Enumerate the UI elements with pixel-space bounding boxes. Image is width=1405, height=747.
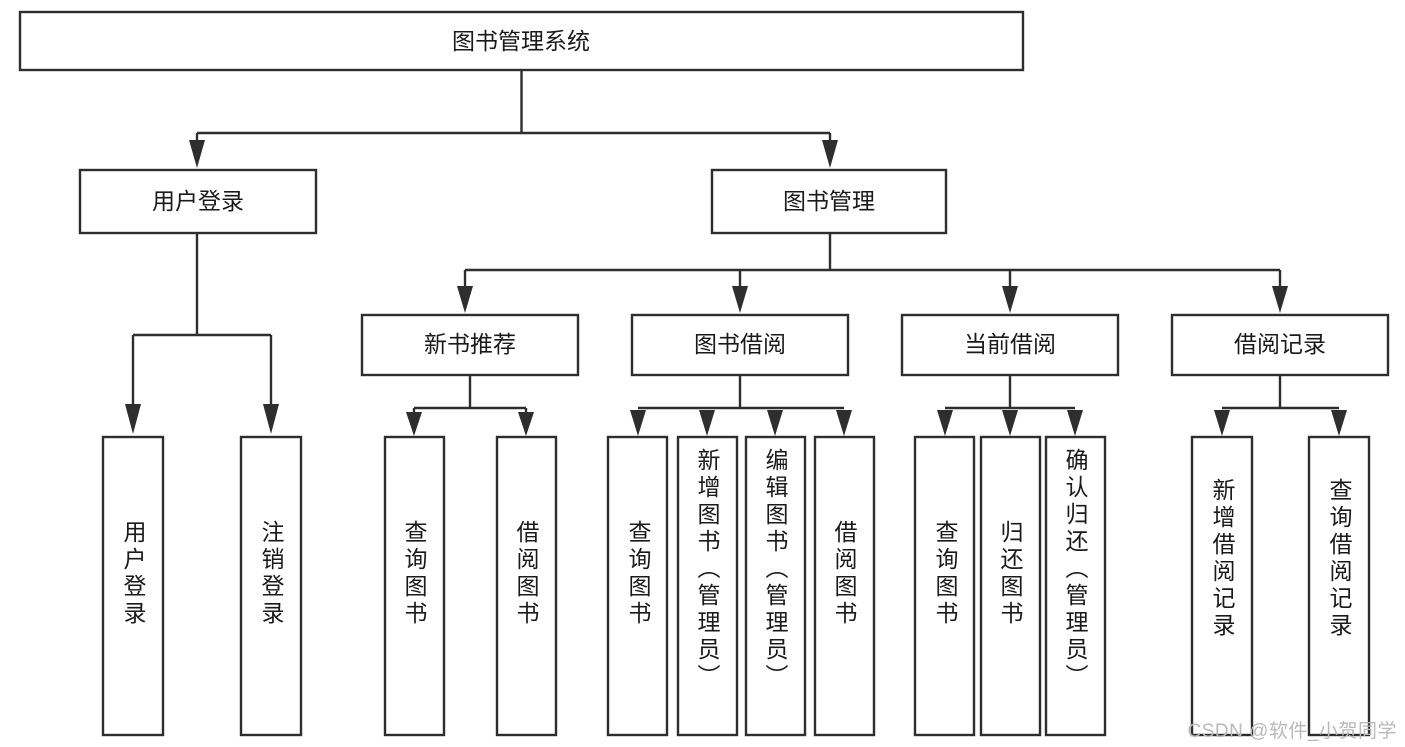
arrow-icon-user-login <box>189 140 205 168</box>
node-leaf-borrow-book-1-label: 借阅图书 <box>513 520 540 628</box>
arrow-icon-leaf-query-book-1 <box>406 412 422 436</box>
node-new-book-rec[interactable]: 新书推荐 <box>360 313 580 377</box>
arrow-icon-leaf-edit-book <box>767 410 783 436</box>
node-book-borrow-label: 图书借阅 <box>694 331 786 357</box>
arrow-icon-book-borrow <box>732 286 748 313</box>
arrow-icon-new-book-rec <box>457 286 473 313</box>
node-leaf-query-book-2-box[interactable] <box>606 435 669 737</box>
arrow-icon-leaf-query-record <box>1331 410 1347 436</box>
node-leaf-edit-book[interactable]: 编辑图书（管理员） <box>744 435 807 737</box>
node-book-borrow[interactable]: 图书借阅 <box>630 313 850 377</box>
arrow-icon-book-manage <box>822 140 838 168</box>
arrow-icon-leaf-user-logout <box>263 404 279 434</box>
node-leaf-add-book[interactable]: 新增图书（管理员） <box>676 435 739 737</box>
node-leaf-edit-book-label: 编辑图书（管理员） <box>762 448 789 691</box>
node-leaf-borrow-book-2[interactable]: 借阅图书 <box>813 435 876 737</box>
arrow-icon-borrow-record <box>1272 286 1288 313</box>
node-root-label: 图书管理系统 <box>452 28 590 54</box>
node-book-manage-label: 图书管理 <box>783 188 875 214</box>
node-borrow-record-label: 借阅记录 <box>1234 331 1326 357</box>
node-leaf-confirm-return[interactable]: 确认归还（管理员） <box>1044 435 1107 737</box>
node-leaf-query-record-label: 查询借阅记录 <box>1326 478 1353 640</box>
node-leaf-query-book-2-label: 查询图书 <box>625 520 652 628</box>
node-leaf-user-logout[interactable]: 注销登录 <box>239 435 303 737</box>
arrow-icon-leaf-query-book-3 <box>937 410 953 436</box>
node-root-box[interactable] <box>18 10 1025 72</box>
node-book-manage-box[interactable] <box>710 168 948 235</box>
arrow-icon-leaf-borrow-book-1 <box>518 412 534 436</box>
connector-group-current-borrow <box>937 375 1083 436</box>
arrow-icon-leaf-user-login <box>125 404 141 434</box>
arrow-icon-leaf-confirm-return <box>1067 410 1083 436</box>
node-new-book-rec-box[interactable] <box>360 313 580 377</box>
node-leaf-return-book-box[interactable] <box>979 435 1042 737</box>
node-leaf-query-record[interactable]: 查询借阅记录 <box>1307 435 1371 737</box>
node-leaf-add-book-box[interactable] <box>676 435 739 737</box>
node-current-borrow-box[interactable] <box>900 313 1120 377</box>
node-leaf-query-book-2[interactable]: 查询图书 <box>606 435 669 737</box>
node-leaf-user-login-label: 用户登录 <box>120 520 147 628</box>
arrow-icon-current-borrow <box>1002 286 1018 313</box>
node-book-borrow-box[interactable] <box>630 313 850 377</box>
node-leaf-borrow-book-2-box[interactable] <box>813 435 876 737</box>
arrow-icon-leaf-borrow-book-2 <box>836 410 852 436</box>
arrow-icon-leaf-add-record <box>1214 410 1230 436</box>
node-leaf-add-record-box[interactable] <box>1190 435 1254 737</box>
node-new-book-rec-label: 新书推荐 <box>424 331 516 357</box>
arrow-icon-leaf-query-book-2 <box>630 410 646 436</box>
node-leaf-add-record[interactable]: 新增借阅记录 <box>1190 435 1254 737</box>
node-borrow-record[interactable]: 借阅记录 <box>1170 313 1390 377</box>
connector-group-borrow-record <box>1214 375 1347 436</box>
node-leaf-query-book-3-box[interactable] <box>913 435 976 737</box>
node-leaf-edit-book-box[interactable] <box>744 435 807 737</box>
connector-group-book-borrow <box>630 375 852 436</box>
node-user-login[interactable]: 用户登录 <box>78 168 318 235</box>
node-leaf-user-logout-label: 注销登录 <box>258 520 285 628</box>
node-current-borrow[interactable]: 当前借阅 <box>900 313 1120 377</box>
node-user-login-box[interactable] <box>78 168 318 235</box>
node-book-manage[interactable]: 图书管理 <box>710 168 948 235</box>
connector-group-new-book-rec <box>406 375 534 436</box>
node-leaf-query-book-1-label: 查询图书 <box>401 520 428 628</box>
node-leaf-query-book-3[interactable]: 查询图书 <box>913 435 976 737</box>
node-leaf-user-login-box[interactable] <box>101 435 165 737</box>
node-leaf-query-book-1[interactable]: 查询图书 <box>383 435 446 737</box>
node-leaf-borrow-book-1[interactable]: 借阅图书 <box>495 435 558 737</box>
node-leaf-query-book-1-box[interactable] <box>383 435 446 737</box>
node-leaf-add-record-label: 新增借阅记录 <box>1209 478 1236 640</box>
node-leaf-return-book[interactable]: 归还图书 <box>979 435 1042 737</box>
connector-group-user-login <box>125 233 279 434</box>
node-leaf-confirm-return-label: 确认归还（管理员） <box>1062 448 1089 691</box>
arrow-icon-leaf-add-book <box>699 410 715 436</box>
node-leaf-user-login[interactable]: 用户登录 <box>101 435 165 737</box>
node-leaf-query-record-box[interactable] <box>1307 435 1371 737</box>
connector-group-book-manage <box>457 233 1288 313</box>
node-leaf-return-book-label: 归还图书 <box>997 520 1024 628</box>
node-leaf-borrow-book-1-box[interactable] <box>495 435 558 737</box>
node-leaf-confirm-return-box[interactable] <box>1044 435 1107 737</box>
connector-group-root <box>189 70 838 168</box>
node-leaf-add-book-label: 新增图书（管理员） <box>694 448 721 691</box>
node-root[interactable]: 图书管理系统 <box>18 10 1025 72</box>
arrow-icon-leaf-return-book <box>1002 410 1018 436</box>
node-current-borrow-label: 当前借阅 <box>964 331 1056 357</box>
node-leaf-borrow-book-2-label: 借阅图书 <box>831 520 858 628</box>
node-borrow-record-box[interactable] <box>1170 313 1390 377</box>
node-user-login-label: 用户登录 <box>152 188 244 214</box>
node-leaf-user-logout-box[interactable] <box>239 435 303 737</box>
node-leaf-query-book-3-label: 查询图书 <box>932 520 959 628</box>
